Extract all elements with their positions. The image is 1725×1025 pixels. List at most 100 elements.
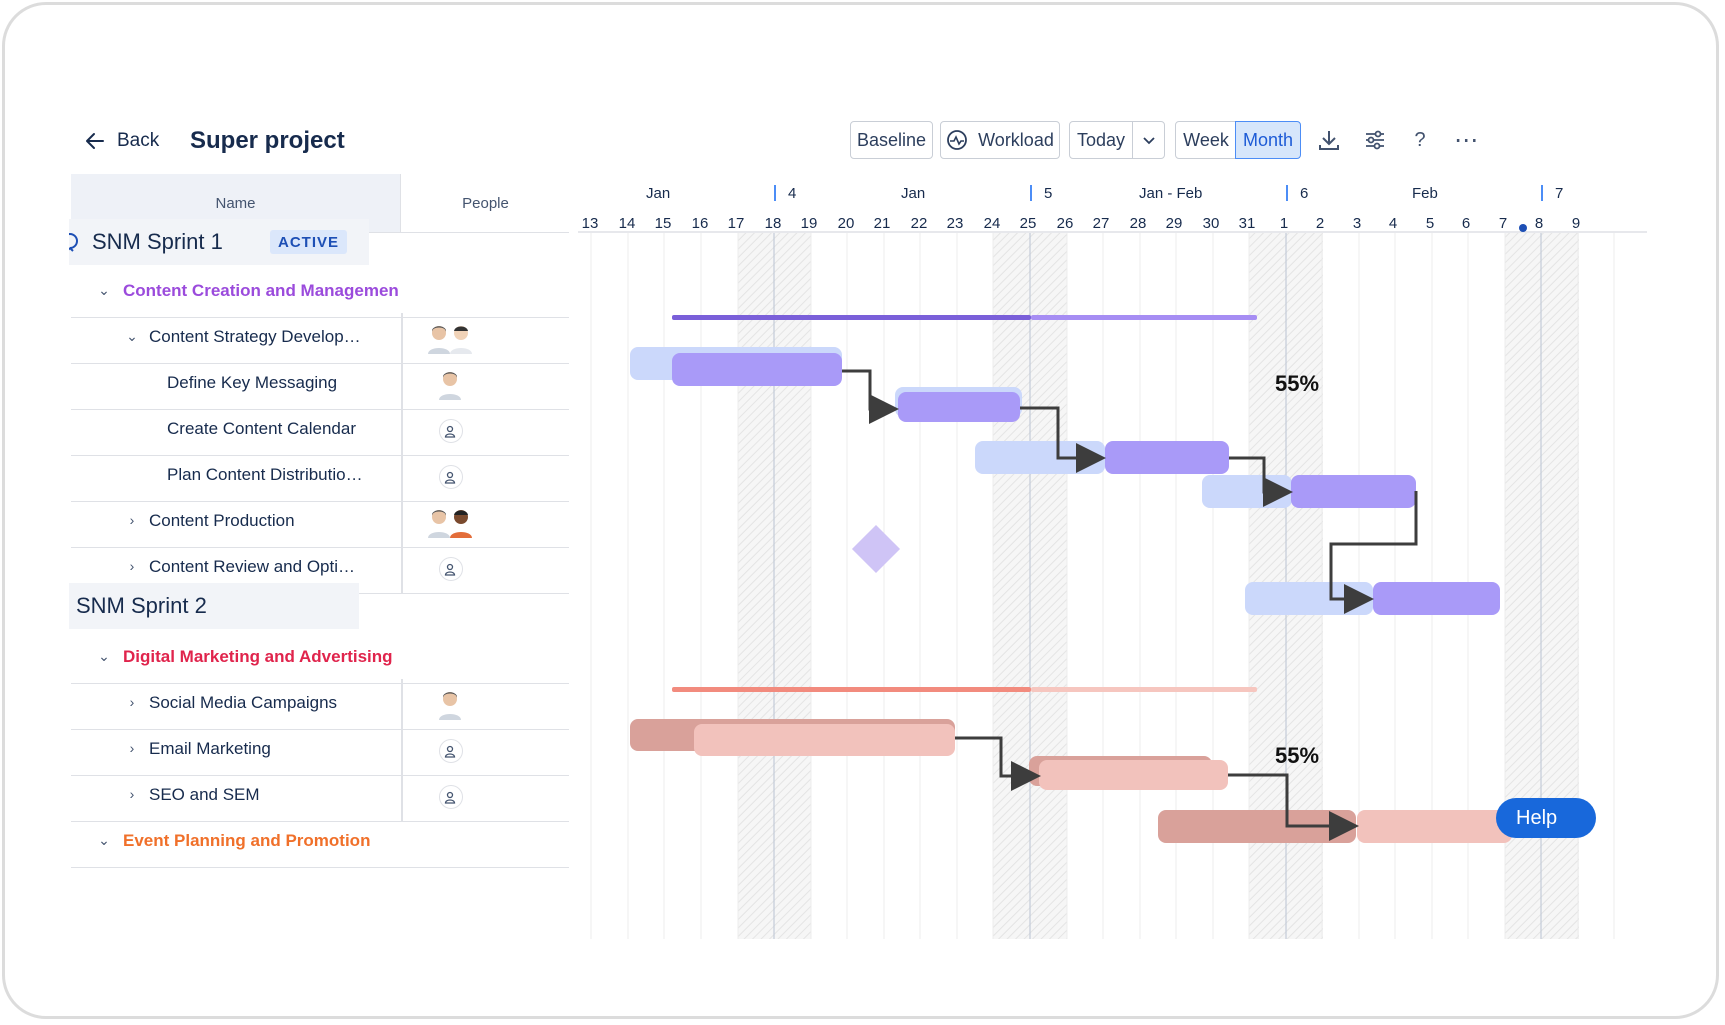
day-label: 27 xyxy=(1092,215,1110,232)
user-icon xyxy=(444,745,456,758)
group-row[interactable]: ⌄ Digital Marketing and Advertising xyxy=(71,633,569,684)
milestone-diamond xyxy=(851,524,901,574)
more-actions-button[interactable]: ⋯ xyxy=(1451,125,1481,155)
task-label: Content Review and Optimization xyxy=(149,557,361,576)
progress-percent: 55% xyxy=(1275,743,1320,768)
today-label: Today xyxy=(1076,129,1126,150)
avatar-icon[interactable] xyxy=(446,322,476,354)
chevron-right-icon[interactable]: › xyxy=(129,558,135,574)
task-bar xyxy=(1357,810,1512,843)
baseline-bar xyxy=(975,441,1105,474)
baseline-button[interactable]: Baseline xyxy=(850,121,933,159)
chevron-right-icon[interactable]: › xyxy=(129,786,135,802)
back-button[interactable]: Back xyxy=(83,127,159,155)
month-label: Jan - Feb xyxy=(1139,185,1203,202)
day-label: 21 xyxy=(873,215,891,232)
task-row[interactable]: › SEO and SEM xyxy=(71,771,569,822)
timeline-canvas xyxy=(578,224,1647,939)
day-label: 24 xyxy=(983,215,1001,232)
task-row[interactable]: › Content Production xyxy=(71,497,569,548)
task-bar xyxy=(694,724,955,756)
help-chat-button[interactable]: Help xyxy=(1496,798,1596,838)
day-label: 22 xyxy=(910,215,928,232)
user-icon xyxy=(444,563,456,576)
group-row[interactable]: ⌄ Event Planning and Promotion xyxy=(71,817,569,868)
task-label: Content Strategy Development xyxy=(149,327,371,346)
task-label: Email Marketing xyxy=(149,739,271,758)
workload-icon xyxy=(947,130,968,150)
assign-user-button[interactable] xyxy=(439,419,463,443)
day-label: 14 xyxy=(618,215,636,232)
today-dot xyxy=(1519,224,1527,232)
download-button[interactable] xyxy=(1314,125,1344,155)
day-label: 1 xyxy=(1279,215,1289,232)
cell-divider xyxy=(401,771,403,821)
chevron-right-icon[interactable]: › xyxy=(129,512,135,528)
arrow-left-icon xyxy=(86,133,104,149)
day-label: 29 xyxy=(1165,215,1183,232)
summary-remaining-bar xyxy=(1031,687,1257,692)
chevron-down-icon[interactable]: ⌄ xyxy=(98,832,110,848)
task-bar xyxy=(672,353,842,386)
avatar-icon[interactable] xyxy=(435,368,465,400)
day-label: 8 xyxy=(1534,215,1544,232)
task-row[interactable]: Define Key Messaging xyxy=(71,359,569,410)
day-label: 5 xyxy=(1425,215,1435,232)
toolbar: Back Super project Baseline Workload Tod… xyxy=(69,109,1647,171)
task-row[interactable]: › Email Marketing xyxy=(71,725,569,776)
filter-settings-button[interactable] xyxy=(1360,125,1390,155)
task-row[interactable]: ⌄ Content Strategy Development xyxy=(71,313,569,364)
chevron-down-icon[interactable]: ⌄ xyxy=(126,328,138,344)
summary-remaining-bar xyxy=(1031,315,1257,320)
task-row[interactable]: Create Content Calendar xyxy=(71,405,569,456)
question-icon: ? xyxy=(1414,128,1426,151)
assign-user-button[interactable] xyxy=(439,785,463,809)
week-view-button[interactable]: Week xyxy=(1175,121,1237,159)
task-row[interactable]: Plan Content Distribution Channels xyxy=(71,451,569,502)
day-label: 28 xyxy=(1129,215,1147,232)
month-view-button[interactable]: Month xyxy=(1235,121,1301,159)
avatar-icon[interactable] xyxy=(424,506,454,538)
avatar-icon[interactable] xyxy=(435,688,465,720)
sprint-icon xyxy=(69,233,78,252)
month-label: Jan xyxy=(646,185,671,202)
people-column-header[interactable]: People xyxy=(462,194,509,212)
cell-divider xyxy=(401,543,403,593)
sprint-row-1[interactable]: SNM Sprint 1 ACTIVE xyxy=(69,219,369,265)
task-label: Define Key Messaging xyxy=(167,373,338,392)
avatar-icon[interactable] xyxy=(424,322,454,354)
chevron-right-icon[interactable]: › xyxy=(129,740,135,756)
week-number: 4 xyxy=(788,185,797,202)
task-row[interactable]: › Social Media Campaigns xyxy=(71,679,569,730)
status-badge: ACTIVE xyxy=(270,230,348,254)
today-dropdown-button[interactable] xyxy=(1132,121,1165,159)
day-label: 4 xyxy=(1388,215,1398,232)
day-label: 31 xyxy=(1238,215,1256,232)
cell-divider xyxy=(401,313,403,363)
chevron-down-icon[interactable]: ⌄ xyxy=(98,282,110,298)
user-icon xyxy=(444,425,456,438)
group-title: Content Creation and Management xyxy=(123,281,399,300)
assign-user-button[interactable] xyxy=(439,739,463,763)
gantt-timeline[interactable]: Jan Jan Jan - Feb Feb 4 5 6 7 13 14 15 1… xyxy=(578,171,1647,939)
day-label: 26 xyxy=(1056,215,1074,232)
group-row[interactable]: ⌄ Content Creation and Management xyxy=(71,267,569,318)
assign-user-button[interactable] xyxy=(439,465,463,489)
week-number: 6 xyxy=(1300,185,1309,202)
cell-divider xyxy=(401,405,403,455)
workload-button[interactable]: Workload xyxy=(940,121,1060,159)
assign-user-button[interactable] xyxy=(439,557,463,581)
task-bar xyxy=(1291,475,1416,508)
sprint-row-2[interactable]: SNM Sprint 2 xyxy=(69,583,359,629)
chevron-right-icon[interactable]: › xyxy=(129,694,135,710)
help-button[interactable]: ? xyxy=(1405,125,1435,155)
week-marker xyxy=(1030,185,1032,201)
download-icon xyxy=(1319,131,1339,150)
baseline-label: Baseline xyxy=(856,129,927,150)
day-label: 3 xyxy=(1352,215,1362,232)
chevron-down-icon[interactable]: ⌄ xyxy=(98,648,110,664)
avatar-icon[interactable] xyxy=(446,506,476,538)
month-label: Month xyxy=(1242,129,1294,150)
cell-divider xyxy=(401,497,403,547)
today-button[interactable]: Today xyxy=(1069,121,1133,159)
